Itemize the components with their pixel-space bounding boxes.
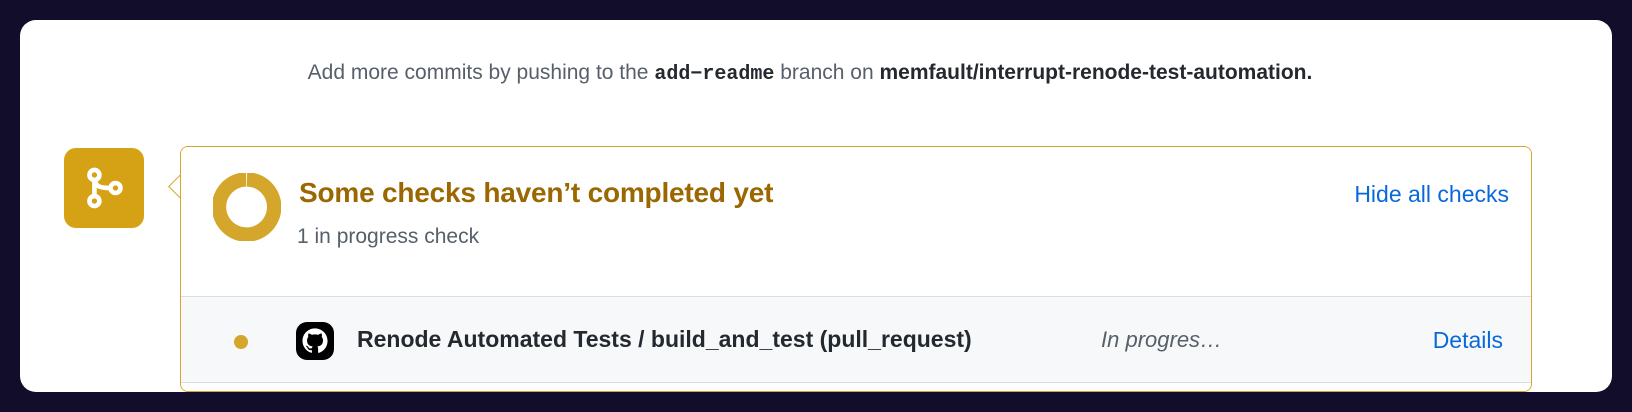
github-mark-icon — [296, 322, 334, 360]
panel-footer-strip — [181, 383, 1531, 391]
check-name: Renode Automated Tests / build_and_test … — [357, 326, 972, 352]
repository-name: memfault/interrupt-renode-test-automatio… — [879, 61, 1307, 84]
commit-prompt-lead: Add more commits by pushing to the — [307, 61, 649, 84]
check-row[interactable]: Renode Automated Tests / build_and_test … — [181, 297, 1531, 383]
hide-all-checks-link[interactable]: Hide all checks — [1354, 181, 1509, 207]
pending-dot-icon — [234, 335, 248, 349]
in-progress-spinner-icon — [211, 172, 282, 242]
checks-panel-header: Some checks haven’t completed yet 1 in p… — [181, 147, 1531, 297]
commit-prompt-period: . — [1306, 61, 1313, 84]
pull-request-card: Add more commits by pushing to the add−r… — [20, 20, 1612, 392]
commit-prompt-line: Add more commits by pushing to the add−r… — [160, 58, 1460, 90]
checks-status-title: Some checks haven’t completed yet — [299, 177, 774, 208]
checks-status-panel: Some checks haven’t completed yet 1 in p… — [180, 146, 1532, 392]
checks-status-subtitle: 1 in progress check — [297, 225, 480, 248]
check-state: In progres… — [1101, 327, 1223, 352]
branch-status-badge — [64, 148, 144, 228]
branch-name: add−readme — [654, 63, 775, 86]
commit-prompt-middle: branch on — [780, 61, 874, 84]
git-branch-icon — [81, 165, 127, 211]
check-details-link[interactable]: Details — [1432, 327, 1503, 353]
